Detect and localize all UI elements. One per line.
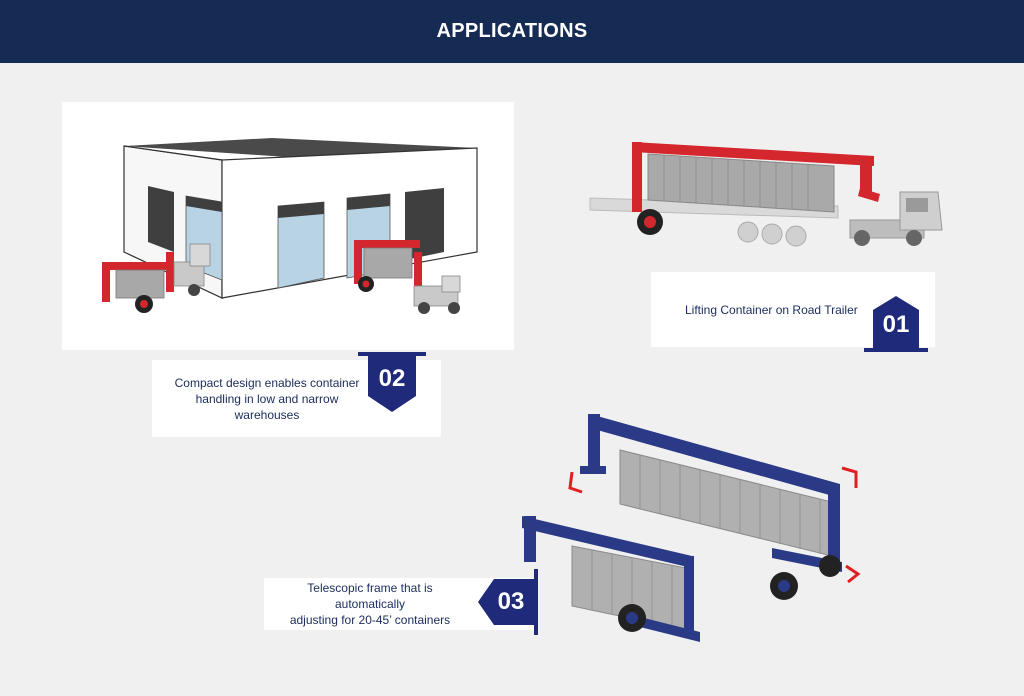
caption-line: adjusting for 20-45’ containers <box>289 613 451 627</box>
badge-number: 01 <box>882 311 910 338</box>
number-badge-02: 02 <box>358 350 426 412</box>
caption-line: Lifting Container on Road Trailer <box>685 302 858 317</box>
caption-line: Telescopic frame that is automatically <box>307 581 433 611</box>
badge-number: 03 <box>497 588 525 615</box>
caption-compact-design: Compact design enables container handlin… <box>152 360 441 437</box>
badge-shape-down <box>358 352 426 412</box>
number-badge-03: 03 <box>474 569 542 635</box>
header-bar: APPLICATIONS <box>0 0 1024 63</box>
warehouse-illustration <box>102 138 478 314</box>
badge-shape-left <box>478 569 538 635</box>
caption-line: Compact design enables container <box>174 375 360 390</box>
badge-shape-up <box>864 296 928 352</box>
warehouse-illustration-panel <box>62 102 514 350</box>
page-title: APPLICATIONS <box>436 20 588 42</box>
road-trailer-illustration <box>589 142 943 247</box>
badge-number: 02 <box>378 365 406 392</box>
caption-line: handling in low and narrow warehouses <box>195 391 339 422</box>
number-badge-01: 01 <box>864 296 928 354</box>
telescopic-carriers-illustration <box>522 414 861 642</box>
